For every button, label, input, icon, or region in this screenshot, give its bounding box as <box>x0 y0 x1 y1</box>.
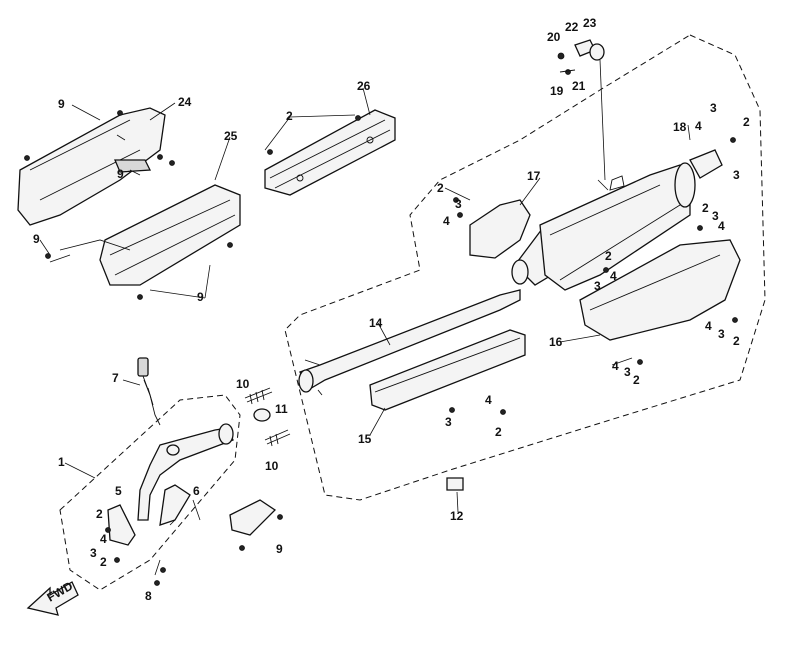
callout-5: 5 <box>115 484 122 498</box>
callout-11: 11 <box>275 402 288 416</box>
callout-1: 1 <box>58 455 65 469</box>
callout-16: 16 <box>549 335 563 349</box>
header-pipe-assembly-boundary <box>59 394 241 591</box>
callout-3: 3 <box>733 168 740 182</box>
gasket-11 <box>253 408 271 422</box>
heat-shield-15 <box>369 329 526 411</box>
callout-4: 4 <box>612 359 619 373</box>
callout-2: 2 <box>96 507 103 521</box>
callout-20: 20 <box>547 30 561 44</box>
hanger-parts <box>557 39 605 75</box>
callout-2: 2 <box>437 181 444 195</box>
heat-shield-26 <box>264 109 396 196</box>
callout-2: 2 <box>633 373 640 387</box>
callout-8: 8 <box>145 589 152 603</box>
oxygen-sensor-7 <box>137 357 161 426</box>
bolts <box>24 110 738 586</box>
heat-shield-5 <box>107 504 136 546</box>
callout-25: 25 <box>224 129 238 143</box>
callout-26: 26 <box>357 79 371 93</box>
callout-3: 3 <box>710 101 717 115</box>
callout-19: 19 <box>550 84 564 98</box>
callout-9: 9 <box>197 290 204 304</box>
callout-4: 4 <box>705 319 712 333</box>
gasket-12 <box>446 477 464 491</box>
callout-4: 4 <box>695 119 702 133</box>
callout-4: 4 <box>718 219 725 233</box>
header-pipe <box>137 423 234 521</box>
mid-pipe-14 <box>298 289 521 396</box>
callout-3: 3 <box>712 209 719 223</box>
bracket-9 <box>229 499 277 536</box>
callout-2: 2 <box>733 334 740 348</box>
callout-24: 24 <box>178 95 192 109</box>
callout-9: 9 <box>276 542 283 556</box>
callout-4: 4 <box>485 393 492 407</box>
heat-shield-17 <box>469 199 531 259</box>
springs-10 <box>244 387 291 447</box>
heat-shield-25 <box>49 184 241 286</box>
callout-21: 21 <box>572 79 586 93</box>
callout-2: 2 <box>702 201 709 215</box>
callout-17: 17 <box>527 169 541 183</box>
callout-14: 14 <box>369 316 383 330</box>
callout-10: 10 <box>265 459 279 473</box>
callout-9: 9 <box>117 167 124 181</box>
callout-10: 10 <box>236 377 250 391</box>
heat-shield-16 <box>579 239 741 341</box>
callout-2: 2 <box>743 115 750 129</box>
callout-9: 9 <box>58 97 65 111</box>
leader-lines <box>39 59 691 576</box>
callout-23: 23 <box>583 16 597 30</box>
callout-3: 3 <box>624 365 631 379</box>
callout-3: 3 <box>594 279 601 293</box>
callout-4: 4 <box>443 214 450 228</box>
heat-shield-6 <box>159 484 191 526</box>
callout-4: 4 <box>100 532 107 546</box>
callout-4: 4 <box>610 269 617 283</box>
callout-labels: 1 2 2 2 2 2 2 2 2 2 2 3 3 3 3 3 3 3 3 3 … <box>33 16 750 603</box>
callout-3: 3 <box>90 546 97 560</box>
callout-6: 6 <box>193 484 200 498</box>
callout-2: 2 <box>100 555 107 569</box>
callout-2: 2 <box>605 249 612 263</box>
muffler <box>539 149 723 291</box>
forward-direction-arrow[interactable]: FWD <box>26 579 79 616</box>
callout-12: 12 <box>450 509 464 523</box>
callout-3: 3 <box>455 197 462 211</box>
heat-shield-24 <box>17 107 166 226</box>
callout-9: 9 <box>33 232 40 246</box>
callout-18: 18 <box>673 120 687 134</box>
callout-2: 2 <box>286 109 293 123</box>
callout-3: 3 <box>718 327 725 341</box>
callout-7: 7 <box>112 371 119 385</box>
callout-3: 3 <box>445 415 452 429</box>
callout-15: 15 <box>358 432 372 446</box>
callout-2: 2 <box>495 425 502 439</box>
callout-22: 22 <box>565 20 579 34</box>
